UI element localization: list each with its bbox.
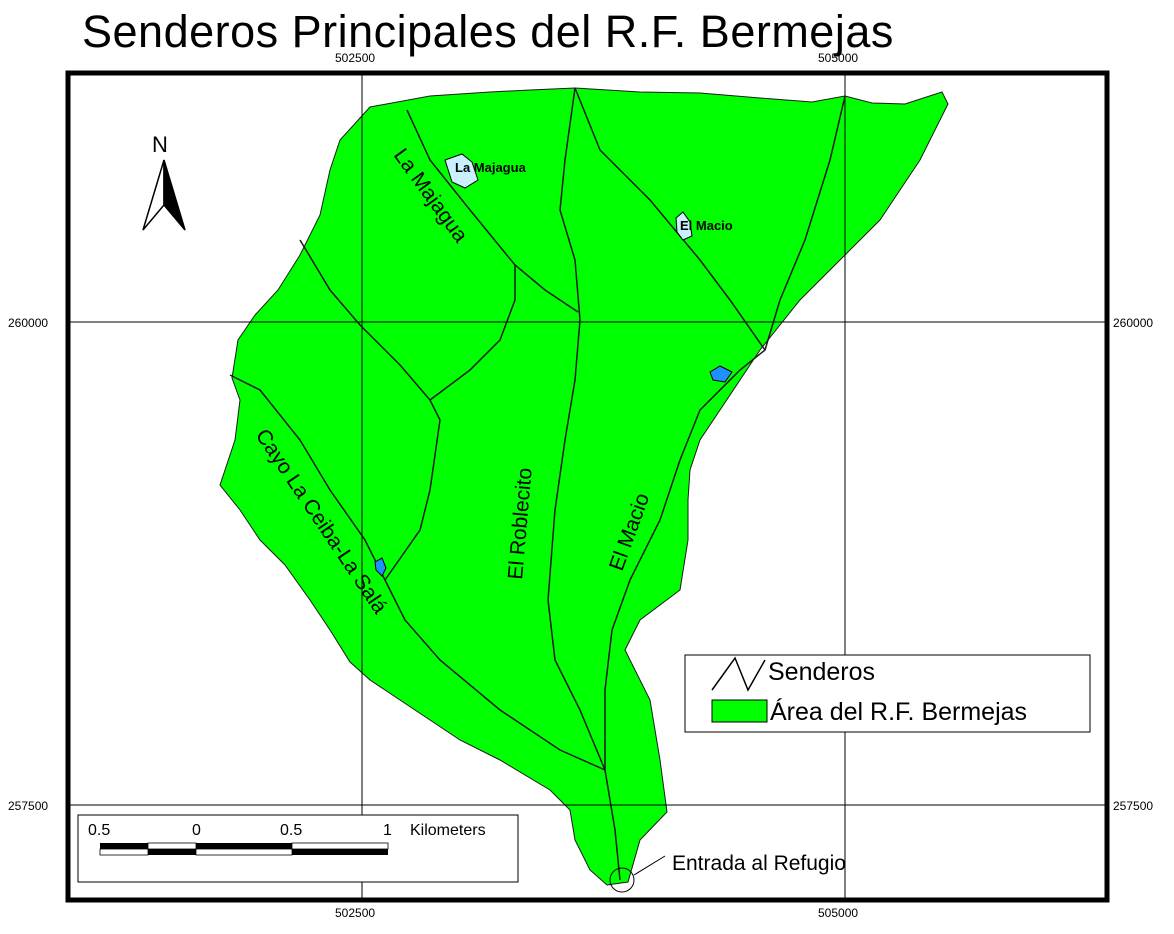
scale-label-3: 1 [383, 822, 392, 839]
entrance-circle-icon [609, 867, 635, 893]
map-title: Senderos Principales del R.F. Bermejas [82, 6, 894, 57]
scale-unit: Kilometers [410, 822, 486, 839]
trail-el-roblecito [547, 87, 606, 771]
grid-lines [68, 73, 1107, 900]
place-label-la-majagua: La Majagua [455, 160, 527, 175]
legend-label-trails: Senderos [768, 658, 875, 686]
map-frame [65, 70, 1110, 903]
coord-top-502500: 502500 [335, 51, 375, 65]
coord-right-257500: 257500 [1113, 799, 1153, 813]
trail-mid-link [429, 265, 516, 401]
water-bodies [374, 365, 733, 577]
coord-top-505000: 505000 [818, 51, 858, 65]
trail-la-majagua [406, 109, 579, 313]
settlements [444, 153, 693, 241]
coord-bottom-505000: 505000 [818, 906, 858, 920]
legend-label-area: Área del R.F. Bermejas [770, 697, 1027, 726]
pond-west [374, 557, 387, 577]
north-arrow-icon [142, 159, 165, 231]
legend-trail-icon [711, 656, 766, 692]
trail-el-macio [604, 95, 846, 881]
coord-left-257500: 257500 [8, 799, 48, 813]
entrance-marker: Entrada al Refugio [609, 852, 846, 893]
north-label: N [152, 132, 168, 157]
place-label-el-macio: El Macio [680, 218, 733, 233]
trail-upper-link [574, 87, 766, 351]
scale-label-2: 0.5 [280, 822, 302, 839]
coord-left-260000: 260000 [8, 316, 48, 330]
pond-east [709, 365, 733, 383]
scale-bar: 0.5 0 0.5 1 Kilometers [77, 814, 519, 883]
scale-label-1: 0 [192, 822, 201, 839]
coord-bottom-502500: 502500 [335, 906, 375, 920]
north-arrow: N [142, 132, 186, 231]
coord-right-260000: 260000 [1113, 316, 1153, 330]
legend: Senderos Área del R.F. Bermejas [684, 654, 1091, 733]
settlement-el-macio [675, 211, 693, 241]
settlement-la-majagua [444, 153, 479, 189]
legend-area-swatch [711, 699, 768, 723]
trails [229, 87, 846, 881]
entrance-label: Entrada al Refugio [672, 852, 846, 875]
reserve-area [219, 87, 949, 886]
scale-label-0: 0.5 [88, 822, 110, 839]
